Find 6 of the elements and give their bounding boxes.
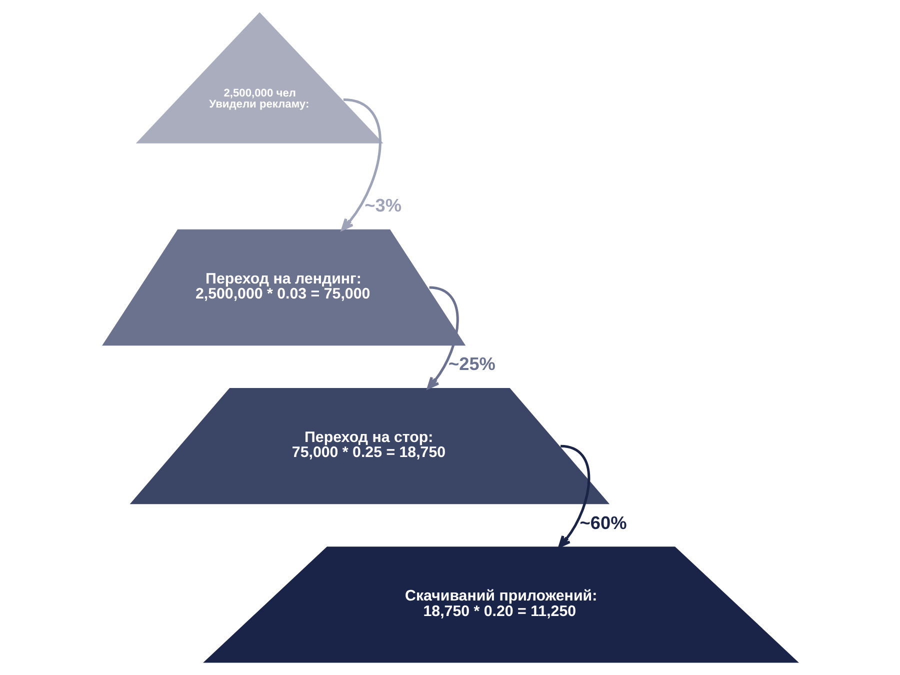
arrow xyxy=(558,444,590,548)
edge-label: ~25% xyxy=(448,354,495,374)
edge-label: ~60% xyxy=(579,512,626,533)
arrow xyxy=(340,98,381,231)
edge-label: ~3% xyxy=(364,196,402,216)
arrow xyxy=(426,286,458,390)
